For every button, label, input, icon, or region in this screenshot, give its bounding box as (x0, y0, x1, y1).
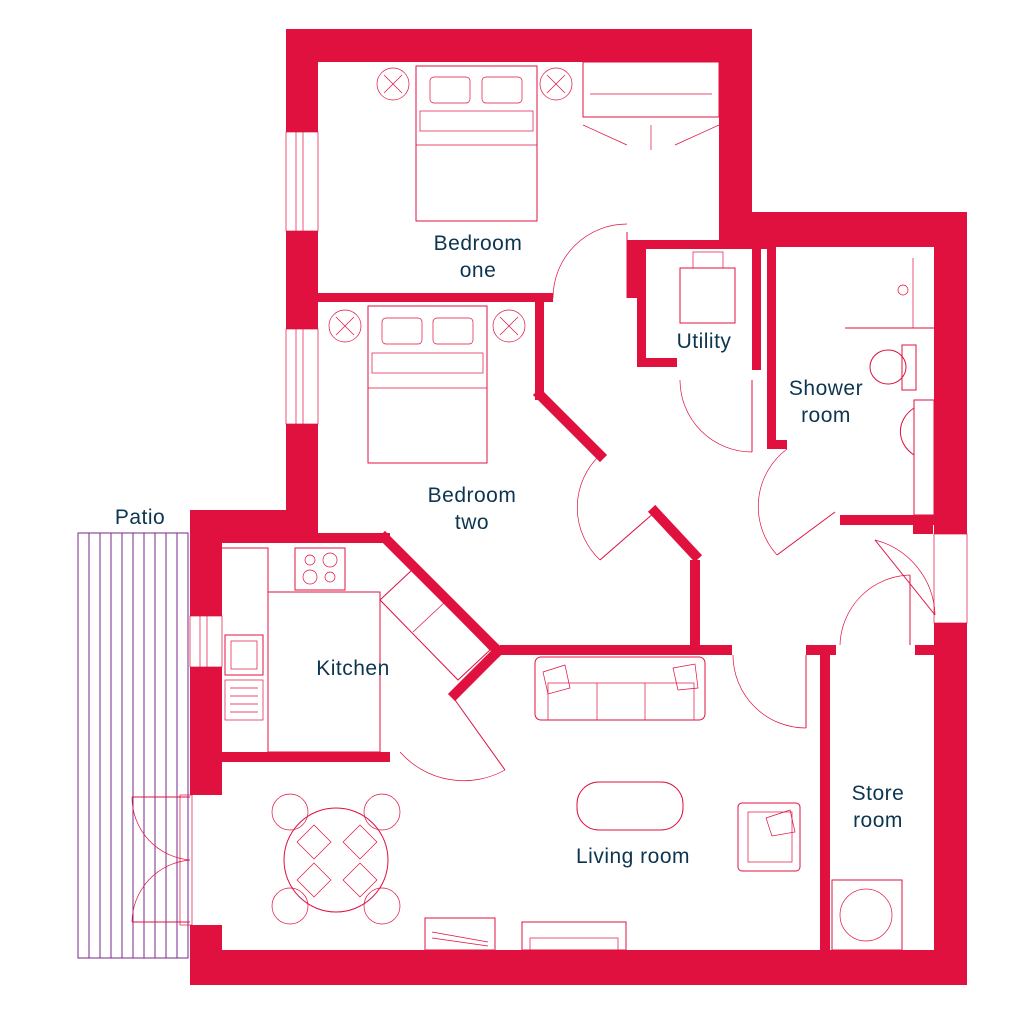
sink-icon (224, 634, 264, 721)
door-swing-icon (131, 223, 936, 926)
patio-deck (77, 532, 189, 959)
room-labels: Bedroom one Bedroom two Utility Shower r… (115, 232, 905, 868)
store-room-label-line2: room (853, 809, 903, 832)
diagonal-walls (377, 387, 703, 702)
bedroom-two-label-line1: Bedroom (428, 484, 517, 507)
bedroom-one-label-line2: one (460, 259, 497, 282)
chair-icon (271, 793, 401, 925)
tv-unit-icon (424, 917, 627, 951)
shower-room-label-line2: room (801, 404, 851, 427)
basin-icon (899, 399, 935, 516)
bedroom-one-label-line1: Bedroom (434, 232, 523, 255)
bed-icon (415, 65, 538, 222)
bedroom-two-label-line2: two (455, 511, 489, 534)
armchair-icon (737, 802, 801, 872)
kitchen-label: Kitchen (316, 657, 390, 680)
window-icon (189, 131, 968, 668)
toilet-icon (869, 344, 917, 391)
walls (190, 29, 967, 985)
washing-machine-icon (679, 251, 736, 324)
living-room-label: Living room (576, 845, 690, 868)
dining-table-icon (283, 807, 389, 913)
kitchen-counter (222, 547, 381, 753)
bed-icon (367, 305, 488, 464)
coffee-table-icon (576, 781, 684, 831)
hob-icon (294, 547, 346, 591)
shower-tray-icon (845, 258, 934, 329)
sofa-icon (534, 656, 706, 721)
store-room-label-line1: Store (852, 782, 905, 805)
wardrobe-icon (582, 61, 720, 150)
utility-label: Utility (677, 330, 732, 353)
bedside-lamp-icon (376, 67, 573, 101)
shower-room-label-line1: Shower (789, 377, 863, 400)
kitchen-diagonal-counter (379, 569, 491, 681)
boiler-icon (831, 879, 903, 951)
patio-label: Patio (115, 506, 165, 529)
bedside-lamp-icon (328, 309, 526, 343)
